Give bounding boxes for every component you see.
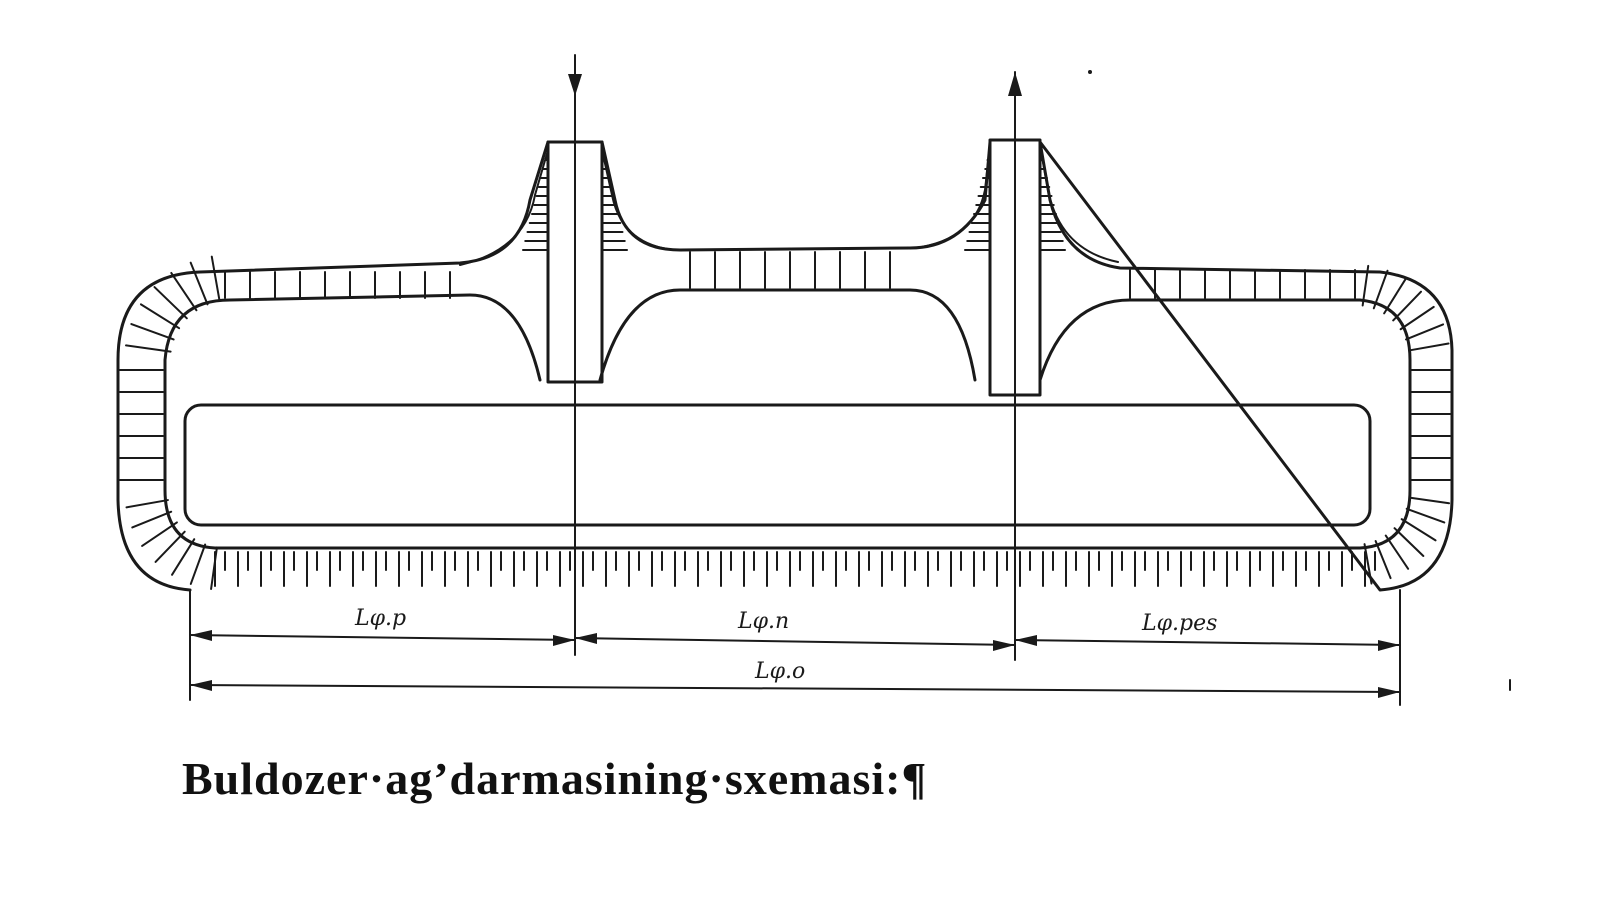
stray-mark	[1088, 70, 1092, 74]
hatch-corner-tick	[210, 546, 218, 591]
label-transport-length: Lφ.n	[737, 609, 789, 634]
hatch-corner-tick	[1361, 264, 1370, 307]
bulldozer-dump-diagram: Lφ.p Lφ.n Lφ.pes Lφ.o	[116, 54, 1511, 706]
hatch-corner-tick	[130, 323, 175, 341]
hatch-corner-tick	[1363, 543, 1373, 585]
left-blade	[459, 140, 676, 384]
hatch-corner-tick	[131, 510, 173, 529]
hatch-corner-tick	[153, 286, 188, 320]
hatch-corner-tick	[189, 543, 207, 585]
label-total-length: Lφ.o	[754, 659, 805, 684]
hatch-corner-tick	[1399, 305, 1435, 331]
hatch-corner-tick	[1384, 534, 1410, 570]
hatch-corner-tick	[154, 530, 186, 563]
up-arrow-head	[1008, 72, 1022, 96]
hatch-corner-tick	[1408, 496, 1451, 505]
inner-embankment-contour	[163, 288, 1412, 550]
dimension-lines	[189, 589, 1401, 706]
hatch-corner-tick	[1408, 342, 1450, 352]
hatch-corner-tick	[1405, 507, 1446, 524]
hatch-corner-tick	[1392, 290, 1422, 322]
left-axis-arrow	[568, 54, 582, 656]
hatch-corner-tick	[1404, 323, 1445, 341]
label-spreading-length: Lφ.pes	[1141, 611, 1217, 636]
right-blade	[914, 138, 1119, 397]
hatch-corner-tick	[1374, 539, 1392, 580]
hatch-corner-tick	[1383, 278, 1407, 315]
right-blade-spoil-mound	[914, 144, 1119, 263]
hatch-corner-tick	[189, 261, 209, 306]
hatch-corner-tick	[171, 538, 196, 576]
hatch-corner-tick	[1372, 269, 1389, 310]
figure-caption: Buldozer·ag’darmasining·sxemasi:¶	[182, 753, 928, 804]
label-digging-length: Lφ.p	[354, 606, 406, 631]
hatch-corner-tick	[210, 255, 221, 302]
hatch-corner-tick	[170, 271, 198, 312]
right-axis-arrow	[1008, 71, 1022, 661]
hatch-corner-tick	[1400, 518, 1437, 542]
hatch-corner-tick	[141, 521, 178, 547]
hatch-corner-tick	[125, 499, 169, 509]
left-blade-spoil-mound	[459, 149, 676, 266]
hatch-corner-tick	[1393, 527, 1425, 557]
excavation-pit	[183, 403, 1372, 527]
hatch-corner-tick	[139, 303, 181, 330]
hatch-corner-tick	[125, 344, 172, 353]
outer-embankment-contour	[116, 140, 1454, 592]
down-arrow-head	[568, 74, 582, 96]
